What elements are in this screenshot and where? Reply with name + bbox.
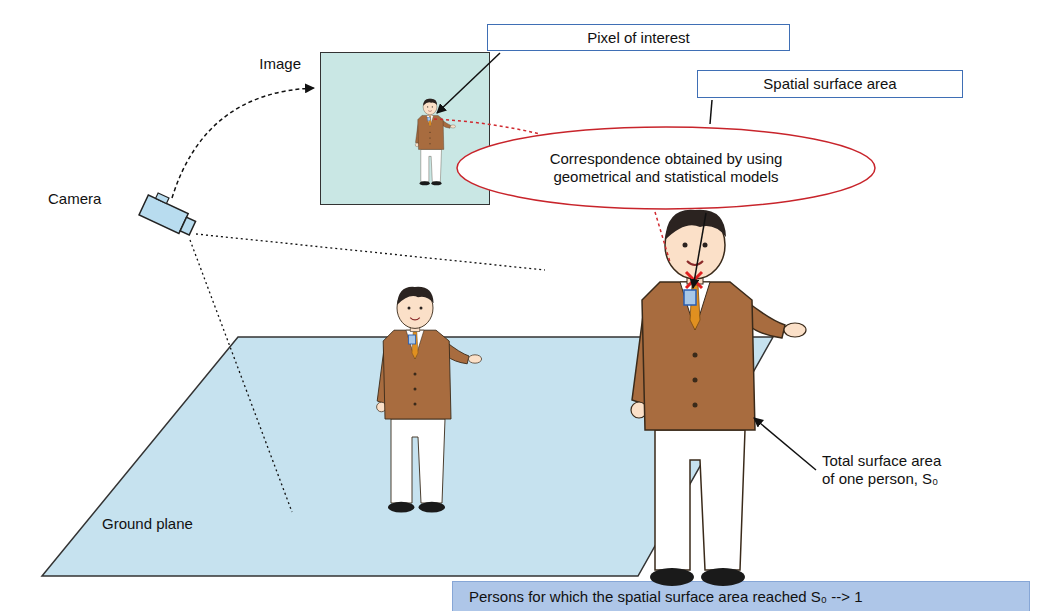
area-label: Total surface area of one person, S₀ bbox=[822, 452, 954, 488]
correspondence-line bbox=[655, 212, 670, 262]
leader-arrow bbox=[710, 100, 712, 124]
ground-plane: Ground plane bbox=[40, 335, 775, 578]
leader-arrow bbox=[754, 418, 816, 470]
node-text: Pixel of interest bbox=[587, 29, 690, 47]
camera-icon bbox=[139, 190, 200, 238]
node-text: Persons for which the spatial surface ar… bbox=[469, 588, 863, 606]
image-heading: Image bbox=[259, 55, 301, 73]
view-ray bbox=[190, 240, 292, 512]
plane-outline bbox=[42, 337, 773, 576]
capture-arrow bbox=[172, 88, 314, 198]
node-text: Spatial surface area bbox=[763, 75, 896, 93]
plane-outline bbox=[40, 335, 775, 578]
correspondence-line bbox=[434, 119, 540, 134]
leader-arrow bbox=[437, 53, 500, 113]
view-ray bbox=[196, 234, 545, 270]
image-frame: Image bbox=[320, 52, 490, 205]
ellipse-outline bbox=[457, 127, 875, 209]
result-band: Persons for which the spatial surface ar… bbox=[452, 581, 1030, 611]
node-text: Correspondence obtained by using geometr… bbox=[531, 150, 801, 186]
callout-box: Spatial surface area bbox=[697, 70, 963, 98]
large-person bbox=[631, 210, 806, 586]
model-ellipse: Correspondence obtained by using geometr… bbox=[456, 126, 876, 210]
mark-cross bbox=[686, 272, 702, 288]
callout-box: Pixel of interest bbox=[487, 24, 790, 51]
leader-arrow bbox=[693, 213, 706, 288]
node-text: Ground plane bbox=[102, 515, 775, 533]
ground-person bbox=[377, 287, 482, 513]
image-person bbox=[415, 99, 455, 186]
camera-label: Camera bbox=[48, 190, 101, 208]
